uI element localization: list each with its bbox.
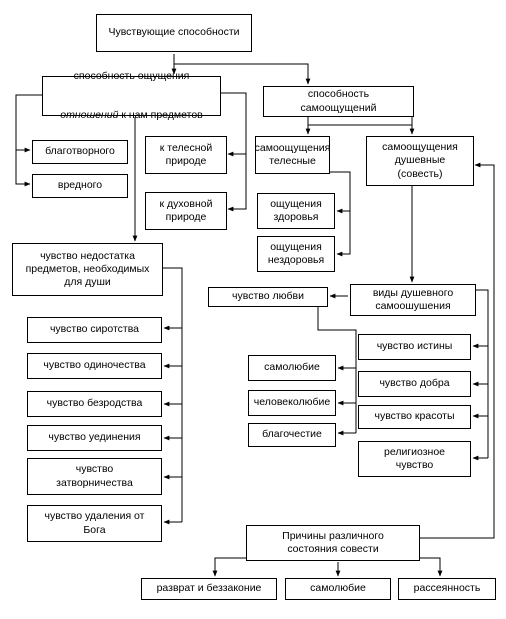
node-selflove: самолюбие (248, 355, 336, 381)
edge-causes-soul (420, 162, 495, 539)
edge-relations-bodily (221, 92, 247, 157)
edge-relations-spiritual (227, 154, 247, 212)
edge-relations-beneficial (15, 94, 42, 153)
edge-root-selfsensing (173, 54, 311, 85)
edge-relations-harmful (15, 150, 31, 187)
node-distraction: рассеянность (398, 578, 496, 600)
node-illness: ощущения нездоровья (257, 236, 335, 272)
node-selflove2: самолюбие (285, 578, 391, 600)
node-religious: религиозное чувство (358, 441, 471, 477)
node-rootless: чувство безродства (27, 391, 162, 417)
node-bodily-self: самоощущения телесные (255, 136, 330, 174)
node-piety: благочестие (248, 423, 336, 447)
node-relations-rest: к нам предметов (118, 109, 203, 122)
edge-bodily-illness (336, 211, 351, 257)
node-depravity: разврат и беззаконие (141, 578, 277, 600)
node-harmful: вредного (32, 174, 128, 198)
edge-causes-depravity (212, 557, 246, 577)
node-truth: чувство истины (358, 334, 471, 360)
node-goodness: чувство добра (358, 371, 471, 397)
node-beauty: чувство красоты (358, 405, 471, 429)
node-self-sensing: способность самоощущений (263, 86, 414, 117)
node-beneficial: благотворного (32, 140, 128, 164)
node-relations-line1: способность ощущения (73, 69, 190, 82)
node-reclusion: чувство затворничества (27, 458, 162, 495)
node-relations: способность ощущения отношений к нам пре… (42, 70, 221, 121)
node-kinds: виды душевного самоошушения (350, 284, 476, 316)
node-soul-self: самоощущения душевные (совесть) (366, 136, 474, 186)
node-orphan: чувство сиротства (27, 317, 162, 343)
kinds-bus (476, 289, 489, 458)
node-root: Чувствующие способности (96, 14, 252, 52)
node-health: ощущения здоровья (257, 193, 335, 229)
node-solitude: чувство уединения (27, 425, 162, 451)
node-removal: чувство удаления от Бога (27, 505, 162, 542)
node-philanthropy: человеколюбие (248, 390, 336, 416)
edge-causes-distraction (412, 557, 443, 577)
node-lack: чувство недостатка предметов, необходимы… (12, 243, 163, 296)
love-bus (317, 307, 357, 433)
edge-bodily-health (330, 171, 351, 214)
node-to-spiritual: к духовной природе (145, 192, 227, 230)
lack-bus (163, 267, 183, 522)
node-to-bodily: к телесной природе (145, 136, 227, 174)
node-relations-italic: отношений (60, 109, 119, 122)
node-loneliness: чувство одиночества (27, 353, 162, 379)
node-love: чувство любви (208, 287, 328, 307)
node-relations-line2: отношений к нам предметов (60, 96, 203, 122)
node-causes: Причины различного состояния совести (246, 525, 420, 561)
